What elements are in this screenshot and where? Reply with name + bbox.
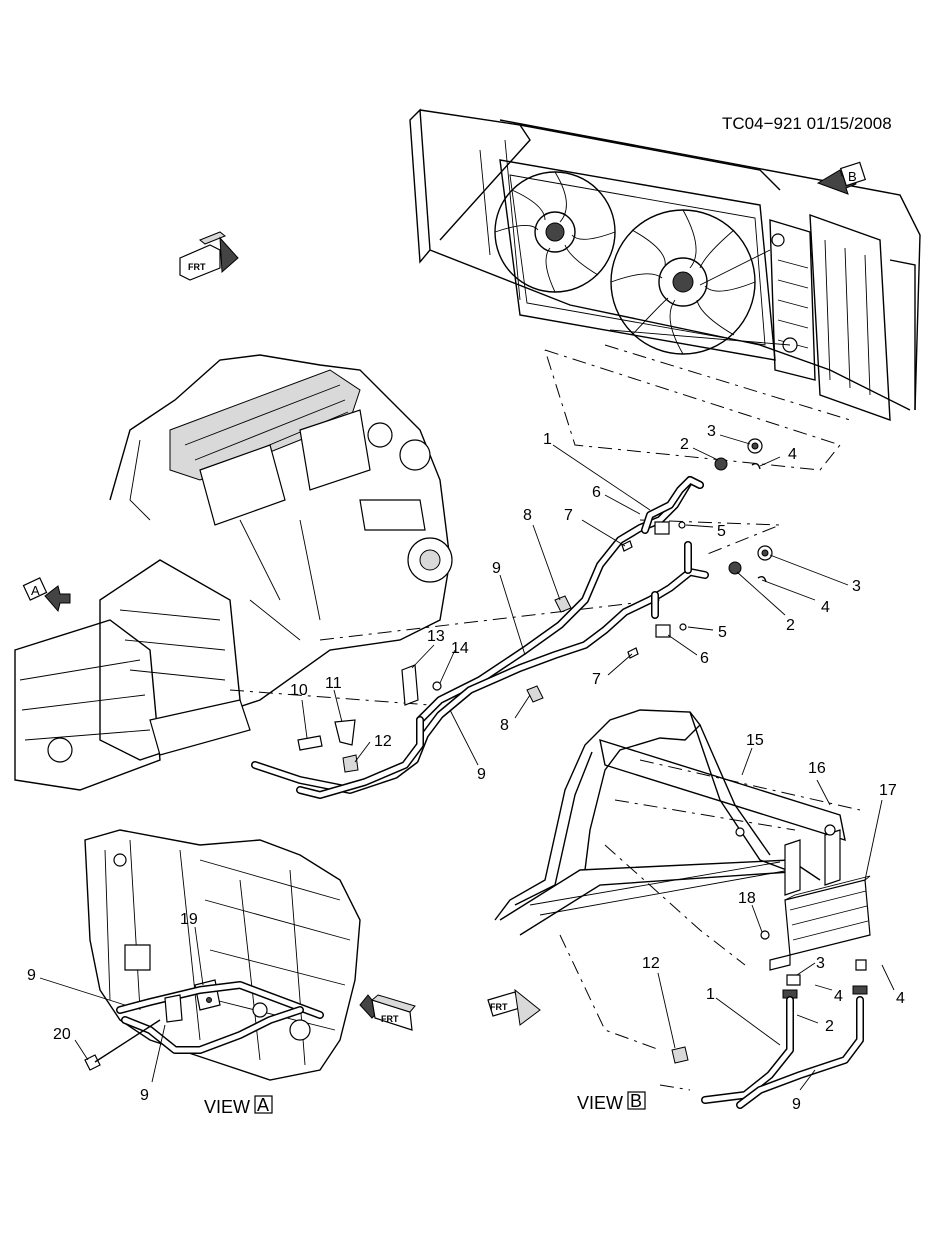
callout-4: 4 xyxy=(788,446,797,463)
fittings-upper xyxy=(297,438,773,773)
view-b-frame-cooler xyxy=(494,709,871,1109)
callout-1-b: 1 xyxy=(706,986,715,1003)
callout-9-a1: 9 xyxy=(27,967,36,984)
callout-2: 2 xyxy=(680,436,689,453)
callout-4-b2: 4 xyxy=(896,990,905,1007)
callout-6-mid: 6 xyxy=(700,650,709,667)
callouts-view-a: 19 9 20 9 xyxy=(27,911,198,1104)
callout-leaders-view-b xyxy=(657,747,895,1091)
callout-13: 13 xyxy=(427,628,445,645)
view-b-prefix: VIEW xyxy=(577,1093,623,1113)
callout-14: 14 xyxy=(451,640,469,657)
callout-3-mid: 3 xyxy=(852,578,861,595)
callout-4-mid: 4 xyxy=(821,599,830,616)
view-b-letter: B xyxy=(630,1091,642,1111)
direction-arrow-a: A xyxy=(22,577,71,613)
callout-17: 17 xyxy=(879,782,897,799)
callout-7-mid: 7 xyxy=(592,671,601,688)
callout-20: 20 xyxy=(53,1026,71,1043)
engine-transmission-assembly xyxy=(14,354,453,791)
callout-11: 11 xyxy=(325,675,342,692)
view-a-letter: A xyxy=(257,1095,269,1115)
callout-9: 9 xyxy=(492,560,501,577)
direction-arrow-b: B xyxy=(816,161,867,195)
front-direction-icon-a: FRT xyxy=(359,994,416,1031)
callout-8-mid: 8 xyxy=(500,717,509,734)
callout-9-a2: 9 xyxy=(140,1087,149,1104)
front-arrow-label-a: FRT xyxy=(381,1014,399,1024)
arrow-b-label: B xyxy=(848,169,857,184)
callout-leaders-upper xyxy=(301,434,849,766)
callout-16: 16 xyxy=(808,760,826,777)
front-arrow-label-b: FRT xyxy=(490,1002,508,1012)
callout-3: 3 xyxy=(707,423,716,440)
callout-leaders-view-a xyxy=(39,926,204,1083)
callout-18: 18 xyxy=(738,890,756,907)
front-arrow-label: FRT xyxy=(188,262,206,272)
cooler-lines xyxy=(251,476,709,799)
callout-10: 10 xyxy=(290,682,308,699)
document-code: TC04−921 01/15/2008 xyxy=(722,114,892,133)
view-b-label: VIEW B xyxy=(577,1091,646,1113)
callout-7: 7 xyxy=(564,507,573,524)
callout-15: 15 xyxy=(746,732,764,749)
view-a-label: VIEW A xyxy=(204,1095,273,1117)
callouts-upper: 1 2 3 4 5 6 7 8 9 3 2 4 5 6 7 8 9 10 11 … xyxy=(290,423,861,783)
callout-12-b: 12 xyxy=(642,955,660,972)
callout-6: 6 xyxy=(592,484,601,501)
view-a-prefix: VIEW xyxy=(204,1097,250,1117)
callout-9-b: 9 xyxy=(792,1096,801,1113)
view-a-transmission xyxy=(84,829,361,1081)
front-direction-icon: FRT xyxy=(179,231,239,281)
callout-5-mid: 5 xyxy=(718,624,727,641)
arrow-a-label: A xyxy=(31,583,40,598)
callout-2-mid: 2 xyxy=(786,617,795,634)
callout-3-b: 3 xyxy=(816,955,825,972)
callout-9-mid: 9 xyxy=(477,766,486,783)
callouts-view-b: 15 16 17 18 3 4 4 2 1 12 9 xyxy=(642,732,905,1113)
callout-8: 8 xyxy=(523,507,532,524)
callout-19: 19 xyxy=(180,911,198,928)
callout-5: 5 xyxy=(717,523,726,540)
radiator-fan-assembly xyxy=(409,108,921,422)
callout-2-b: 2 xyxy=(825,1018,834,1035)
callout-4-b1: 4 xyxy=(834,988,843,1005)
callout-1: 1 xyxy=(543,431,552,448)
front-direction-icon-b: FRT xyxy=(487,988,541,1026)
callout-12-engine: 12 xyxy=(374,733,392,750)
